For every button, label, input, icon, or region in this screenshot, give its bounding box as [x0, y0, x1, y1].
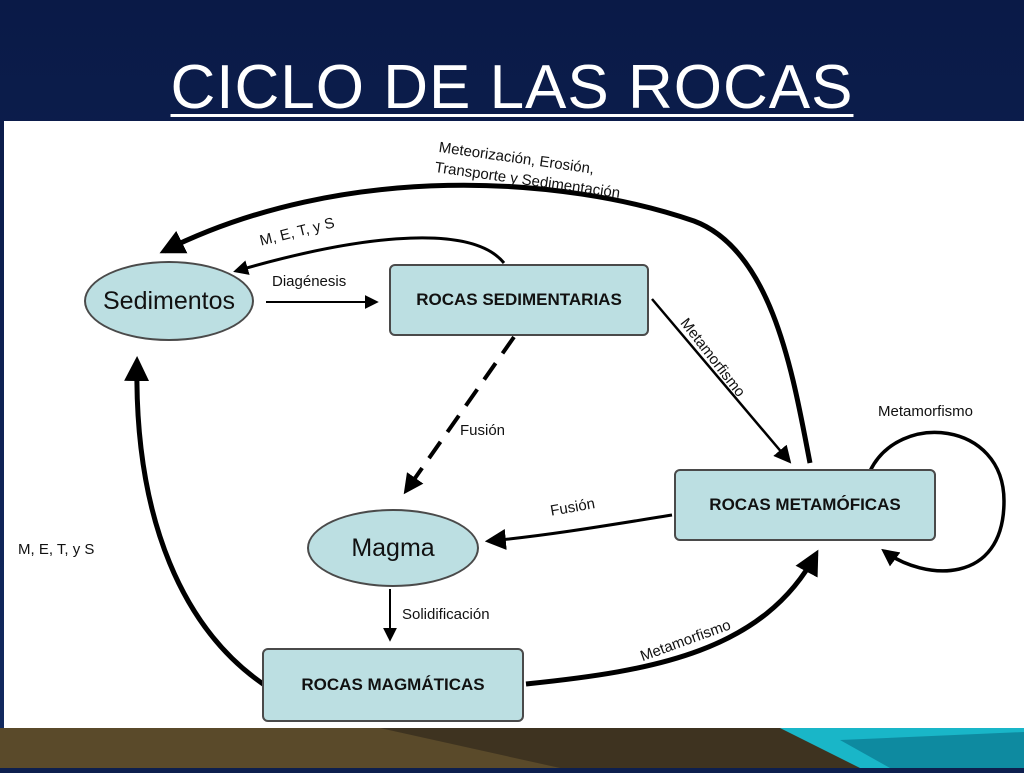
arrow-magmaticas-to-sedimentos [124, 356, 268, 689]
arrow-meta-to-magma [484, 513, 673, 550]
arrow-magmaticas-to-meta [525, 549, 819, 687]
node-sedimentos: Sedimentos [84, 261, 254, 341]
arrow-sed-to-meta [651, 298, 792, 464]
node-rocas-magmaticas: ROCAS MAGMÁTICAS [262, 648, 524, 722]
diagram-arrows [124, 182, 1006, 689]
node-rocas-metamorficas: ROCAS METAMÓFICAS [674, 469, 936, 541]
footer-band [0, 728, 1024, 768]
label-diagenesis: Diagénesis [272, 273, 347, 290]
label-fusion-dashed: Fusión [460, 422, 506, 439]
label-mets-left: M, E, T, y S [18, 541, 95, 558]
node-rocas-sedimentarias: ROCAS SEDIMENTARIAS [389, 264, 649, 336]
arrow-meta-to-sedimentos [159, 182, 813, 464]
node-magma: Magma [307, 509, 479, 587]
slide-title: CICLO DE LAS ROCAS [170, 53, 854, 122]
arrow-sedimentarias-to-sedimentos [233, 236, 506, 275]
rock-cycle-diagram: Sedimentos ROCAS SEDIMENTARIAS Magma ROC… [4, 121, 1024, 730]
label-metamorfismo-loop: Metamorfismo [878, 403, 974, 420]
footer-decoration [0, 728, 1024, 768]
label-solidificacion: Solidificación [402, 606, 490, 623]
arrow-meta-self-loop [868, 430, 1006, 573]
arrow-fusion-dashed [403, 335, 516, 495]
